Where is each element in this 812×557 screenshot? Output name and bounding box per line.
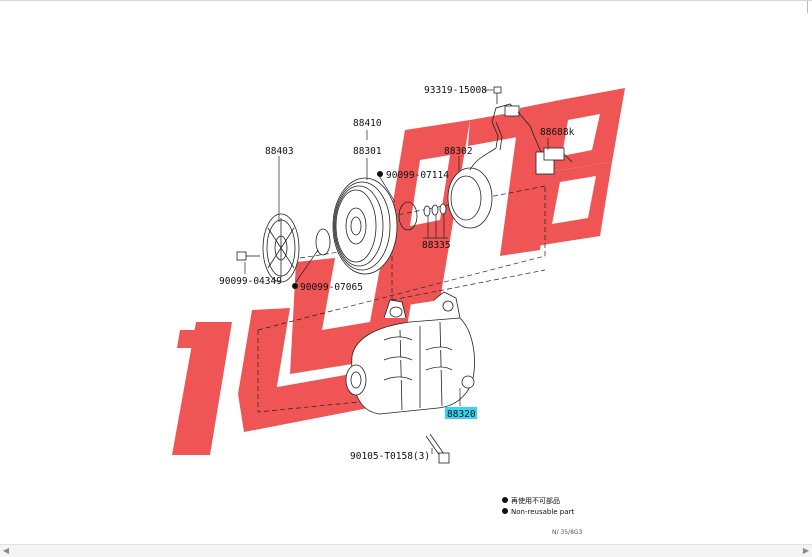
label-88688k[interactable]: 88688k: [540, 127, 575, 138]
non-reusable-markers: [292, 171, 508, 514]
label-88403[interactable]: 88403: [265, 146, 294, 157]
pulley: [332, 177, 398, 275]
label-88335[interactable]: 88335: [422, 240, 451, 251]
label-88320[interactable]: 88320: [447, 409, 476, 420]
legend-dot-2: [502, 508, 508, 514]
non-reusable-dot-1: [377, 171, 383, 177]
diagram-code: N/ 35/8G3: [552, 529, 583, 536]
label-90099-04349[interactable]: 90099-04349: [219, 276, 282, 287]
legend-text-cn: 再使用不可部品: [511, 496, 560, 505]
legend-dot-1: [502, 497, 508, 503]
scroll-left-arrow-icon[interactable]: ◀: [2, 546, 10, 555]
compressor-body: [345, 291, 475, 415]
wire-harness: [491, 103, 573, 175]
watermark-stroke-2: [238, 308, 290, 394]
watermark-cutout-2: [552, 176, 596, 224]
watermark-stroke-7: [500, 100, 560, 256]
label-90099-07065[interactable]: 90099-07065: [300, 282, 363, 293]
clutch-hub: [262, 213, 300, 283]
harness-bolt: [493, 86, 502, 104]
window-edge-marker: [807, 1, 812, 13]
horizontal-scrollbar[interactable]: ◀ ▶: [0, 544, 812, 557]
scroll-right-arrow-icon[interactable]: ▶: [802, 546, 810, 555]
part-highlight-88320: [445, 407, 477, 419]
label-88301[interactable]: 88301: [353, 146, 382, 157]
label-90105-t0158[interactable]: 90105-T0158(3): [350, 451, 430, 462]
legend-text-en: Non-reusable part: [511, 508, 574, 516]
snap-ring-rear: [398, 201, 418, 231]
watermark-dot-1: [177, 330, 196, 348]
leader-lines: [244, 89, 549, 454]
mount-bolt: [425, 433, 450, 464]
label-88410[interactable]: 88410: [353, 118, 382, 129]
label-93319-15008[interactable]: 93319-15008: [424, 85, 487, 96]
shims: [423, 203, 447, 217]
label-90099-07114[interactable]: 90099-07114: [386, 170, 449, 181]
label-88302[interactable]: 88302: [444, 146, 473, 157]
non-reusable-dot-2: [292, 283, 298, 289]
field-coil: [447, 147, 497, 229]
hub-bolt: [236, 251, 260, 261]
snap-ring-front: [315, 228, 331, 256]
watermark-cutout-1: [562, 114, 600, 156]
watermark-stroke-1: [172, 322, 232, 455]
